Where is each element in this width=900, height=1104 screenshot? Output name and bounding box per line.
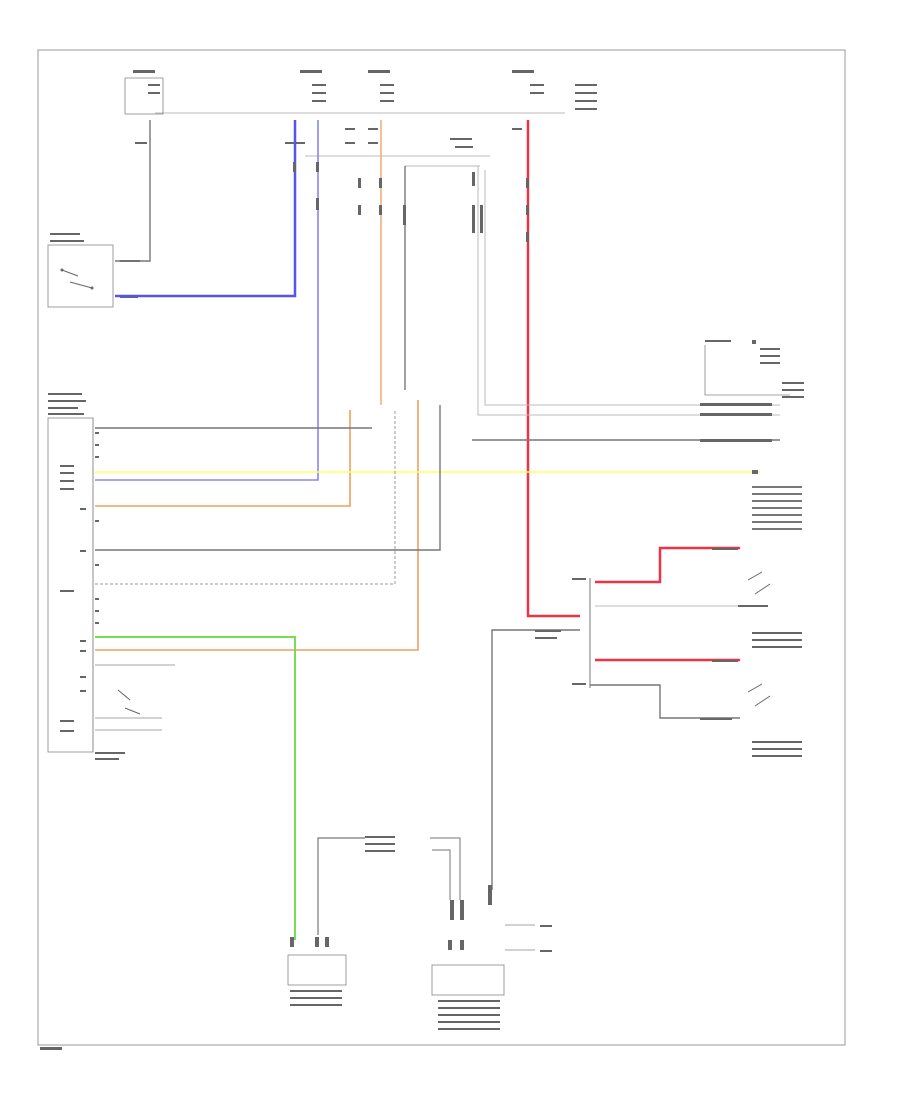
right-connector xyxy=(700,340,804,474)
wire-dash-1 xyxy=(95,410,396,585)
wire-orange-1 xyxy=(95,410,351,507)
wire-blue-switch xyxy=(115,120,297,298)
top-fuse-2 xyxy=(300,70,326,102)
wire-gray-3 xyxy=(477,166,780,416)
wire-red-main xyxy=(526,120,580,618)
top-fuse-4 xyxy=(512,70,597,110)
relay-module xyxy=(535,548,802,757)
bottom-connector-right xyxy=(430,837,552,1030)
wire-blue-ecu xyxy=(95,120,319,481)
footer-mark xyxy=(40,1047,62,1050)
top-fuse-3 xyxy=(368,70,394,102)
wire-black-switch xyxy=(115,120,151,262)
wire-green xyxy=(95,636,296,940)
bottom-connector-left xyxy=(287,836,395,1006)
wire-gray-relay xyxy=(491,629,580,890)
wire-red-upper xyxy=(595,546,740,584)
main-body-ecu xyxy=(47,393,175,760)
top-fuse-1 xyxy=(124,70,164,115)
wire-orange-2 xyxy=(95,400,419,651)
diagram-frame xyxy=(37,49,846,1046)
wire-gray-2 xyxy=(95,405,441,551)
